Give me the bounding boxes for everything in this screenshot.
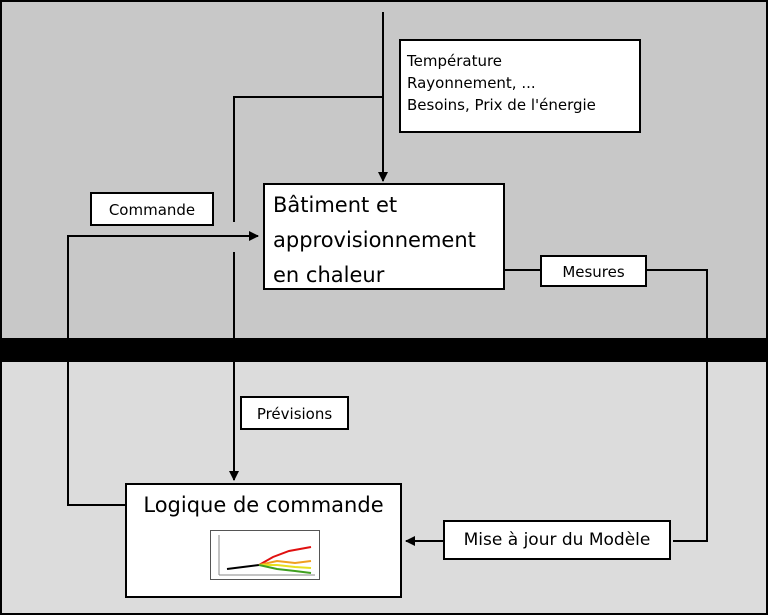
input-temperature: Température bbox=[407, 52, 503, 70]
trend-mid-line bbox=[259, 564, 312, 569]
building-title-line2: approvisionnement bbox=[273, 228, 476, 252]
command-arrow bbox=[67, 231, 259, 506]
input-radiation: Rayonnement, ... bbox=[407, 74, 536, 92]
trend-mid-high-line bbox=[258, 559, 312, 566]
building-title-line3: en chaleur bbox=[273, 263, 385, 287]
forecast-label: Prévisions bbox=[240, 396, 349, 430]
building-title-line1: Bâtiment et bbox=[273, 193, 398, 217]
model-update-label: Mise à jour du Modèle bbox=[443, 520, 671, 560]
building-heat-supply-box: Bâtiment et approvisionnement en chaleur bbox=[263, 183, 505, 290]
input-demand-price: Besoins, Prix de l'énergie bbox=[407, 96, 596, 114]
forecast-branch-line bbox=[233, 96, 383, 222]
measurements-label: Mesures bbox=[540, 255, 647, 287]
command-label: Commande bbox=[90, 192, 214, 226]
trend-low-line bbox=[258, 564, 312, 574]
forecast-trend-icon bbox=[210, 530, 320, 580]
trend-high-line bbox=[258, 546, 312, 566]
trend-history-line bbox=[226, 564, 260, 570]
disturbance-inputs-box: Température Rayonnement, ... Besoins, Pr… bbox=[399, 39, 641, 133]
control-logic-title: Logique de commande bbox=[143, 493, 384, 517]
measurement-return-line bbox=[647, 269, 708, 542]
